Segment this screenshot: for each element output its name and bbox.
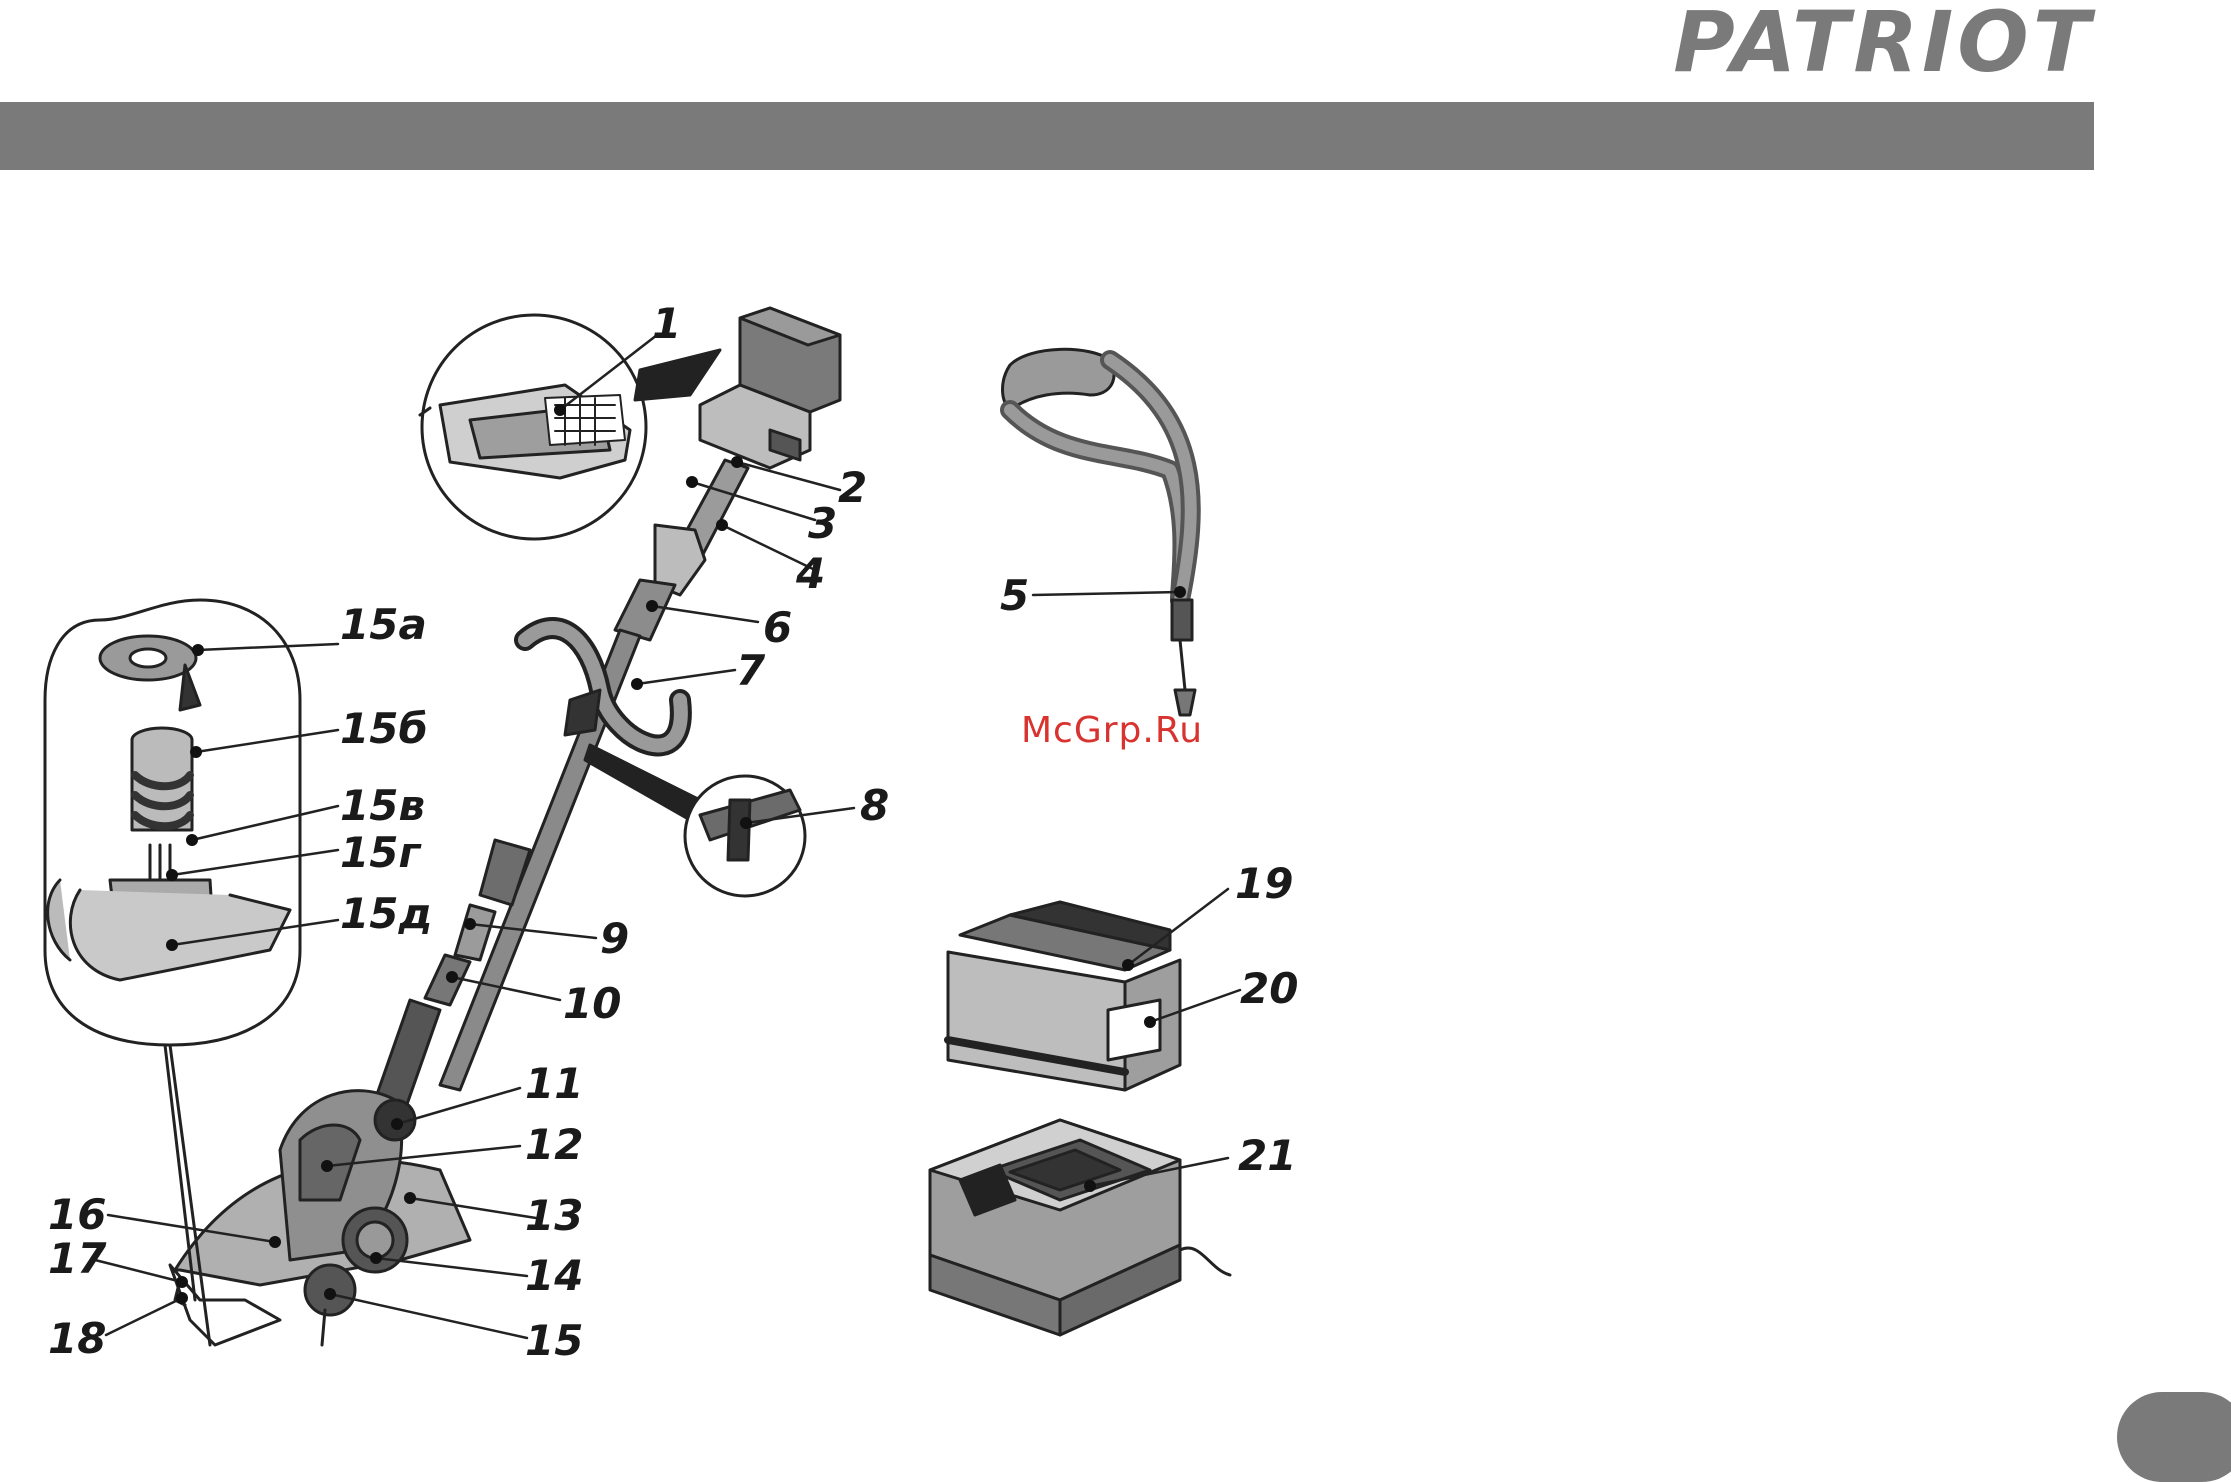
callout-15g: 15г xyxy=(340,832,420,874)
callout-9: 9 xyxy=(600,918,629,960)
callout-5: 5 xyxy=(1000,575,1029,617)
battery-pack xyxy=(948,902,1180,1090)
callout-2: 2 xyxy=(838,467,867,509)
trimmer-head xyxy=(170,1091,470,1345)
battery-mount-detail xyxy=(420,315,720,539)
callout-21: 21 xyxy=(1238,1135,1296,1177)
trimmer-battery xyxy=(700,308,840,468)
callout-10: 10 xyxy=(563,983,621,1025)
callout-11: 11 xyxy=(525,1063,583,1105)
callout-15d: 15д xyxy=(340,893,432,935)
callout-18: 18 xyxy=(48,1318,106,1360)
callout-15: 15 xyxy=(525,1320,583,1362)
charger xyxy=(930,1120,1230,1335)
callout-7: 7 xyxy=(736,650,765,692)
callout-8: 8 xyxy=(860,785,889,827)
callout-3: 3 xyxy=(808,503,837,545)
callout-6: 6 xyxy=(763,607,792,649)
callout-15b: 15б xyxy=(340,708,428,750)
callout-12: 12 xyxy=(525,1124,583,1166)
callout-17: 17 xyxy=(48,1238,106,1280)
callout-16: 16 xyxy=(48,1194,106,1236)
callout-4: 4 xyxy=(796,553,825,595)
callout-15v: 15в xyxy=(340,785,425,827)
callout-1: 1 xyxy=(652,303,681,345)
callout-15a: 15а xyxy=(340,604,427,646)
callout-20: 20 xyxy=(1240,968,1298,1010)
shoulder-strap xyxy=(1003,349,1196,715)
callout-13: 13 xyxy=(525,1195,583,1237)
callout-14: 14 xyxy=(525,1255,583,1297)
callout-19: 19 xyxy=(1235,863,1293,905)
trimmer-shaft xyxy=(375,460,748,1110)
